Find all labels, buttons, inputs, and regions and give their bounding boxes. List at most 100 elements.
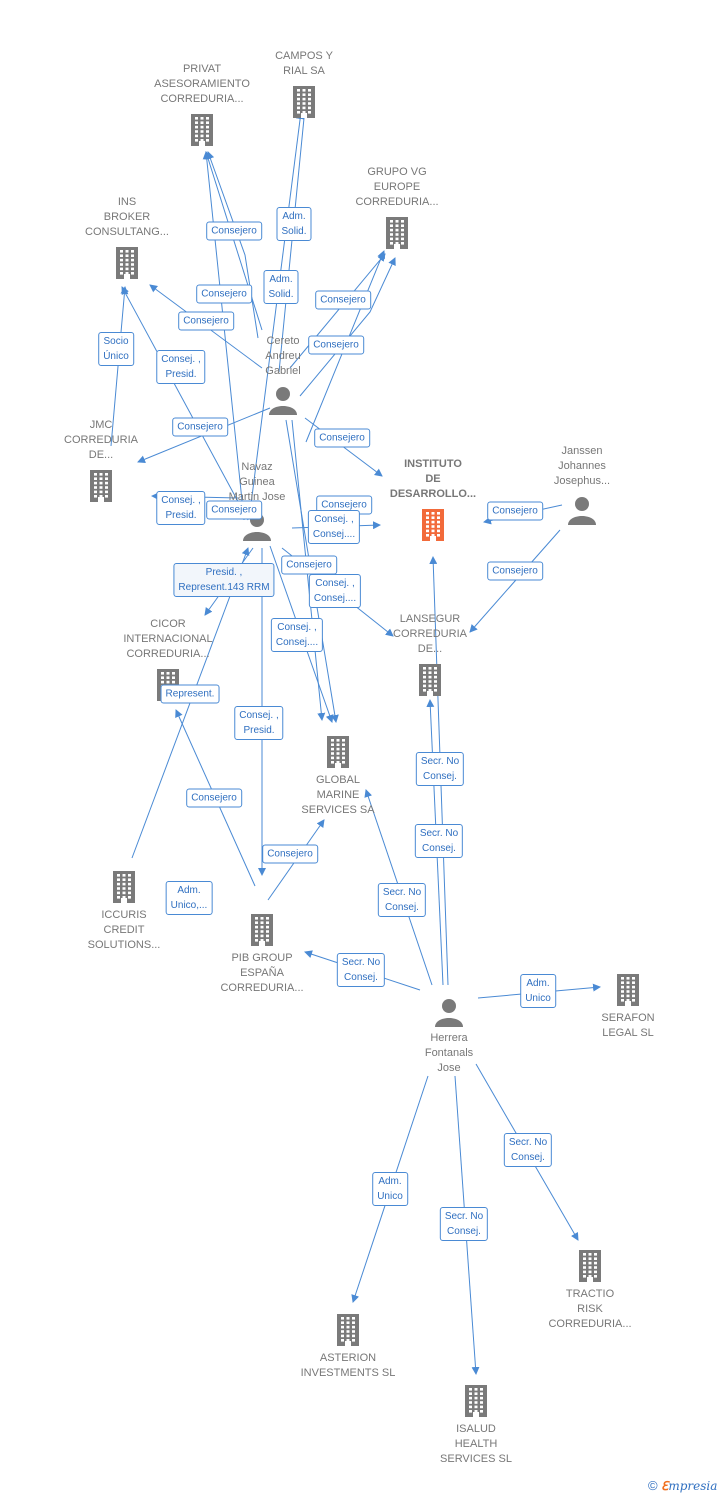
node-label-line: EUROPE (373, 181, 421, 193)
edge-label-l23[interactable]: Consej. , Presid. (234, 706, 284, 740)
node-label-line: SERAFON (601, 1012, 655, 1024)
edge-label-l20[interactable]: Consej. ,Consej.... (308, 574, 362, 608)
edge-8 (299, 257, 396, 397)
empresia-logo-text: mpresia (668, 1479, 718, 1493)
building-icon (109, 870, 139, 909)
empresia-credit[interactable]: © ℇmpresia (648, 1478, 717, 1493)
edge-label-l15[interactable]: Consej. ,Consej.... (307, 510, 361, 544)
edge-label-l3[interactable]: Adm.Solid. (263, 270, 299, 304)
edge-label-l7[interactable]: Consejero (308, 335, 364, 355)
edge-9 (202, 151, 245, 521)
edge-label-line: Consej. (344, 972, 378, 983)
node-grupovg[interactable]: GRUPO VG EUROPE CORREDURIA... (322, 165, 472, 210)
edge-label-l5[interactable]: Consejero (315, 290, 371, 310)
edge-label-line: Consejero (177, 421, 223, 433)
node-label-line: HEALTH (454, 1438, 498, 1450)
building-icon (415, 663, 445, 702)
node-label-line: ASESORAMIENTO (154, 78, 250, 90)
edge-label-l18[interactable]: Presid. ,Represent.143 RRM (173, 563, 275, 597)
edge-label-l10[interactable]: Consejero (172, 417, 228, 437)
edge-label-l16[interactable]: Consejero (487, 501, 543, 521)
edge-label-line: Consej. , (239, 710, 279, 721)
building-icon (418, 508, 448, 547)
edge-label-l13[interactable]: Consejero (206, 500, 262, 520)
node-label-line: PRIVAT (182, 63, 222, 75)
edge-label-line: Unico (525, 993, 551, 1004)
node-label-line: TRACTIO (565, 1288, 615, 1300)
node-label-line: Johannes (558, 460, 606, 472)
edge-label-l9[interactable]: Consej. ,Presid. (156, 350, 206, 384)
edge-label-line: Consejero (321, 499, 367, 511)
edge-4 (289, 253, 386, 369)
edge-label-line: Consej.... (275, 637, 319, 648)
edge-label-l1[interactable]: Consejero (206, 221, 262, 241)
edge-label-l25[interactable]: Consejero (186, 788, 242, 808)
node-label-line: CORREDURIA... (355, 196, 439, 208)
edge-label-l27[interactable]: Consejero (262, 844, 318, 864)
edge-label-line: Secr. No (382, 887, 422, 898)
edge-label-line: Consej. (447, 1226, 481, 1237)
node-label-line: Jose (437, 1062, 461, 1074)
edge-label-l22[interactable]: Represent. (160, 684, 220, 704)
edge-label-line: Represent. (165, 688, 215, 700)
edge-label-l6[interactable]: Consejero (178, 311, 234, 331)
node-label-line: CORREDURIA... (220, 982, 304, 994)
node-label-line: SERVICES SL (440, 1453, 512, 1465)
node-label-line: ESPAÑA (240, 967, 284, 979)
copyright-symbol: © (648, 1478, 658, 1493)
edge-label-l2[interactable]: Adm.Solid. (276, 207, 312, 241)
node-isalud[interactable]: ISALUD HEALTH SERVICES SL (401, 1422, 551, 1467)
edge-label-line: Unico,... (170, 900, 208, 911)
edge-11 (121, 286, 249, 521)
node-label-line: ISALUD (456, 1423, 496, 1435)
edge-label-line: Consej. , (161, 495, 201, 506)
edge-label-line: Socio (103, 336, 129, 347)
building-icon (86, 469, 116, 508)
edge-label-l21[interactable]: Consej. ,Consej.... (270, 618, 324, 652)
edge-label-line: Consejero (492, 565, 538, 577)
edge-label-l11[interactable]: Consejero (314, 428, 370, 448)
edge-label-l17[interactable]: Consejero (487, 561, 543, 581)
edge-label-line: Consej. , (314, 514, 354, 525)
node-label-line: Gabriel (265, 365, 301, 377)
edge-label-l31[interactable]: Adm. Unico (520, 974, 556, 1008)
edge-label-l4[interactable]: Consejero (196, 284, 252, 304)
edge-label-l19[interactable]: Consejero (281, 555, 337, 575)
building-icon (323, 735, 353, 774)
node-label-line: GRUPO VG (367, 166, 427, 178)
edge-label-line: Adm. (526, 978, 550, 989)
edge-label-line: Adm. (177, 885, 201, 896)
edge-label-line: Secr. No (419, 828, 459, 839)
edge-label-l28[interactable]: Adm. Unico,... (165, 881, 213, 915)
edge-label-l33[interactable]: Adm.Unico (372, 1172, 408, 1206)
node-label-line: SOLUTIONS... (87, 939, 161, 951)
edge-label-line: Presid. (243, 725, 275, 736)
edge-label-l12[interactable]: Consej. ,Presid. (156, 491, 206, 525)
node-label-line: Cereto (266, 335, 300, 347)
node-label-line: DE... (88, 449, 114, 461)
